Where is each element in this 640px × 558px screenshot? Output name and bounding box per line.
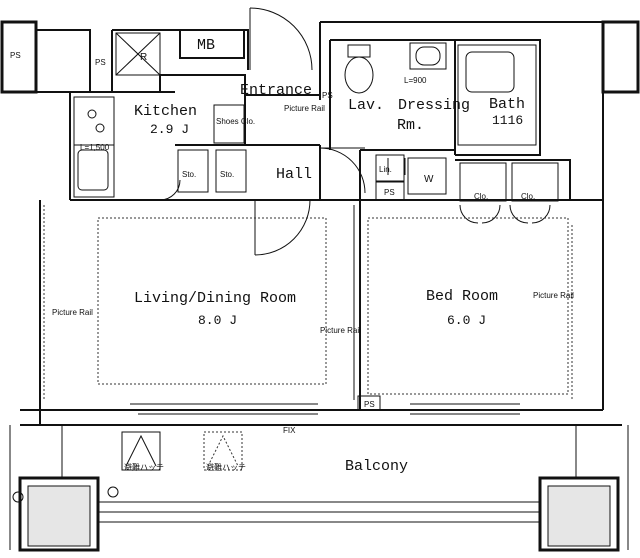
bathtub-frame	[457, 44, 537, 146]
living-rail	[97, 217, 327, 385]
fixtures	[73, 32, 559, 471]
living-size: 8.0 J	[198, 313, 237, 328]
living-label: Living/Dining Room	[134, 290, 296, 307]
ps-label-left: PS	[10, 51, 21, 60]
storage-1	[177, 149, 209, 193]
rail-labels: Picture Rail Picture Rail Picture Rail P…	[52, 104, 574, 335]
clo-door-swing-1	[459, 204, 479, 224]
balcony-label: Balcony	[345, 458, 408, 475]
washer-box	[407, 157, 447, 195]
dressing-label: Dressing	[398, 97, 470, 114]
bath-label: Bath	[489, 96, 525, 113]
closet-1	[459, 162, 507, 202]
shoes-cabinet	[213, 104, 245, 144]
ps-box-lav	[375, 181, 405, 201]
kitchen-door-swing	[159, 179, 181, 201]
fix-label: FIX	[283, 426, 296, 435]
hall-door-swing	[319, 147, 366, 194]
evacuation-hatch-icon	[203, 431, 243, 471]
ps-label-kitchen: PS	[95, 58, 106, 67]
ps-label-bottom: PS	[364, 400, 375, 409]
living-door-swing	[254, 199, 311, 256]
mb-box	[179, 29, 245, 59]
fridge	[115, 32, 161, 76]
bathtub	[465, 51, 515, 93]
rail-label-bed-right: Picture Rail	[533, 291, 574, 300]
lin-door	[387, 158, 406, 175]
hall-label: Hall	[276, 166, 312, 183]
dressing-label-2: Rm.	[397, 117, 424, 134]
right-column	[601, 20, 640, 94]
burner-icon	[95, 123, 105, 133]
lav-label: Lav.	[348, 97, 384, 114]
fixture-labels: MB PS PS PS PS PS R Shoes Clo. Sto. Sto.…	[10, 37, 535, 472]
stove	[73, 96, 115, 146]
l1500-label: L=1,500	[80, 143, 110, 152]
washbasin	[409, 42, 447, 70]
rail-label-center: Picture Rail	[320, 326, 361, 335]
right-balcony-column	[538, 476, 620, 552]
clo-door-swing-4	[531, 204, 551, 224]
sto-label-1: Sto.	[182, 170, 196, 179]
clo-label-1: Clo.	[474, 192, 488, 201]
shoes-label: Shoes Clo.	[216, 117, 255, 126]
walls	[20, 21, 622, 426]
bed-label: Bed Room	[426, 288, 498, 305]
linen-cabinet	[375, 154, 405, 182]
clo-door-swing-3	[509, 204, 529, 224]
burner-icon	[87, 109, 97, 119]
l900-label: L=900	[404, 76, 427, 85]
entrance-label: Entrance	[240, 82, 312, 99]
entrance-door-swing	[249, 7, 313, 71]
storage-2	[215, 149, 247, 193]
bath-size: 1116	[492, 113, 523, 128]
left-balcony-column	[18, 476, 100, 552]
toilet	[344, 56, 374, 94]
clo-door-swing-2	[481, 204, 501, 224]
kitchen-size: 2.9 J	[150, 122, 189, 137]
right-column-fill	[547, 485, 611, 547]
fridge-label: R	[140, 52, 147, 63]
left-column-fill	[27, 485, 91, 547]
ps-box-bottom	[357, 395, 381, 411]
rail-label-living-left: Picture Rail	[52, 308, 93, 317]
lin-label: Lin.	[379, 165, 392, 174]
windows	[130, 205, 520, 415]
kitchen-label: Kitchen	[134, 103, 197, 120]
hatch-label-2: 避難ハッチ	[206, 462, 246, 472]
kitchen-sink	[73, 144, 115, 198]
rail-label-entrance: Picture Rail	[284, 104, 325, 113]
sto-label-2: Sto.	[220, 170, 234, 179]
drain-icon	[107, 486, 119, 498]
closet-2	[511, 162, 559, 202]
evacuation-hatch-icon	[121, 431, 161, 471]
clo-label-2: Clo.	[521, 192, 535, 201]
ps-label-lav: PS	[384, 188, 395, 197]
bed-size: 6.0 J	[447, 313, 486, 328]
mb-label: MB	[197, 37, 215, 54]
washer-label: W	[424, 174, 434, 185]
hatch-label-1: 避難ハッチ	[124, 462, 164, 472]
picture-rails	[43, 205, 573, 400]
labels: Kitchen 2.9 J Entrance Lav. Dressing Rm.…	[134, 82, 525, 475]
bed-rail	[367, 217, 569, 395]
structure	[0, 20, 640, 552]
drain-icon	[12, 491, 24, 503]
ps-label-entrance: PS	[322, 91, 333, 100]
balcony-railing	[9, 425, 629, 550]
